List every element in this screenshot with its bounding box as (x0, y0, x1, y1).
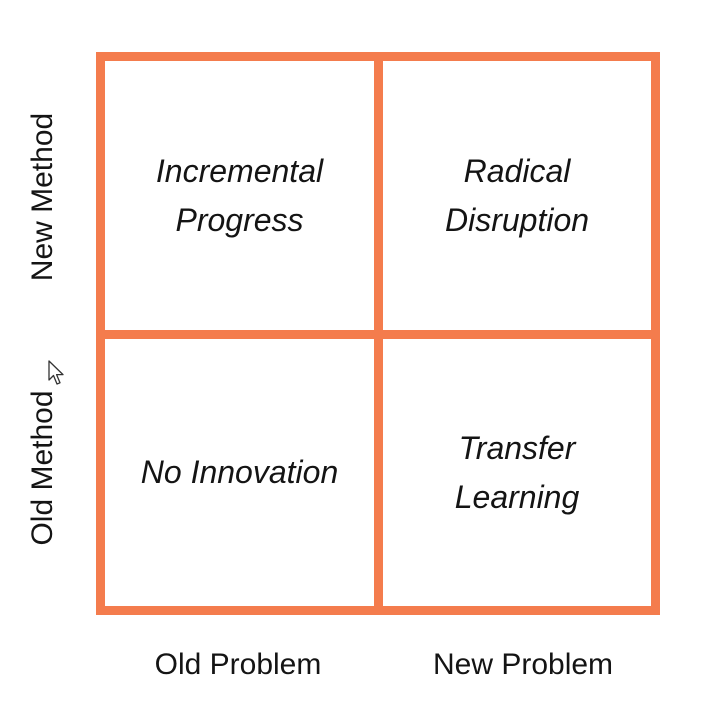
mouse-pointer-icon (48, 360, 64, 385)
quadrant-transfer-learning: Transfer Learning (374, 330, 660, 615)
x-axis-label-new-problem: New Problem (432, 648, 614, 681)
quadrant-label: Incremental Progress (155, 152, 324, 238)
innovation-matrix: Incremental Progress Radical Disruption … (96, 52, 660, 615)
quadrant-label: Radical Disruption (444, 152, 590, 238)
quadrant-label: Transfer Learning (454, 429, 580, 515)
quadrant-radical-disruption: Radical Disruption (374, 52, 660, 339)
quadrant-label: No Innovation (140, 454, 339, 490)
x-axis-label-old-problem: Old Problem (154, 648, 322, 681)
quadrant-no-innovation: No Innovation (96, 330, 383, 615)
y-axis-label-new-method: New Method (26, 112, 59, 282)
quadrant-incremental-progress: Incremental Progress (96, 52, 383, 339)
